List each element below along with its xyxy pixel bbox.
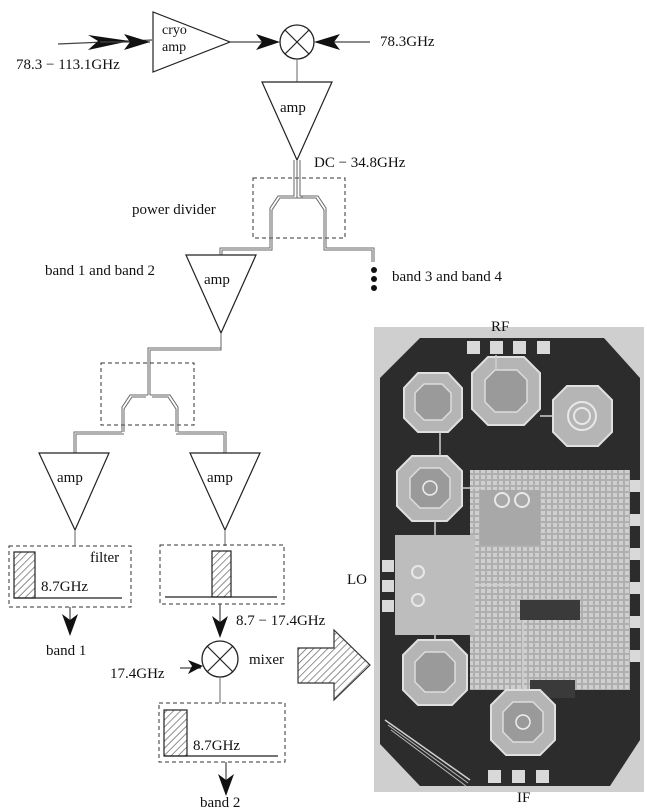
- dot-3: [371, 285, 377, 291]
- dot-2: [371, 276, 377, 282]
- power-divider-box: [253, 178, 345, 238]
- amp-to-divider-2-b: [150, 333, 221, 395]
- mixer-label: mixer: [249, 652, 284, 668]
- filter-3-passband: [164, 710, 187, 756]
- inductor-spiral-1: [404, 373, 462, 432]
- band2-amp-triangle: [190, 453, 260, 530]
- inductor-spiral-2: [472, 357, 540, 425]
- power-divider-1-traces: [272, 160, 324, 248]
- divider-2-right-out: [176, 432, 226, 453]
- band1-amp-triangle: [39, 453, 109, 530]
- lo-bottom-freq-label: 17.4GHz: [110, 666, 165, 682]
- filter-2-passband: [212, 551, 231, 597]
- inductor-spiral-6: [491, 690, 555, 755]
- band12-label: band 1 and band 2: [45, 263, 155, 279]
- power-divider-2-traces: [122, 395, 178, 432]
- divider-2-left-out: [74, 432, 124, 453]
- if-range-label: DC − 34.8GHz: [314, 155, 406, 171]
- lo-top-freq-label: 78.3GHz: [380, 34, 435, 50]
- pad: [537, 341, 550, 354]
- pad: [512, 770, 525, 783]
- pad: [490, 341, 503, 354]
- power-divider-2-traces-b: [124, 397, 176, 432]
- band1-label: band 1: [46, 643, 86, 659]
- dot-1: [371, 267, 377, 273]
- filter-1-passband: [14, 552, 35, 598]
- cryo-amp-label-1: cryo: [162, 23, 187, 38]
- pad: [467, 341, 480, 354]
- freq-range-label: 8.7 − 17.4GHz: [236, 613, 326, 629]
- band2-amp-label: amp: [207, 470, 233, 486]
- chip-rf-label: RF: [491, 319, 509, 335]
- pad: [488, 770, 501, 783]
- band12-amp-triangle: [186, 255, 256, 333]
- filter-1-freq-label: 8.7GHz: [41, 579, 88, 595]
- if-amp-triangle: [262, 82, 332, 160]
- hatched-arrow-to-chip: [298, 630, 370, 700]
- rf-input-range-label: 78.3 − 113.1GHz: [16, 57, 120, 73]
- band1-amp-label: amp: [57, 470, 83, 486]
- power-divider-1-traces-b: [270, 160, 326, 244]
- band12-amp-label: amp: [204, 272, 230, 288]
- if-amp-label: amp: [280, 100, 306, 116]
- filter-3-freq-label: 8.7GHz: [193, 738, 240, 754]
- band34-label: band 3 and band 4: [392, 269, 502, 285]
- pad: [536, 770, 549, 783]
- pad: [382, 560, 394, 572]
- inductor-spiral-5: [403, 640, 467, 705]
- amp-to-divider-2: [148, 333, 221, 395]
- inductor-spiral-4: [397, 456, 462, 521]
- resistor-bank: [520, 600, 580, 620]
- lo-bottom-arrow: [188, 660, 203, 674]
- chip-micrograph: RF IF: [374, 319, 644, 806]
- power-divider-label: power divider: [132, 202, 216, 218]
- chip-if-label: IF: [517, 790, 530, 806]
- band2-label: band 2: [200, 795, 240, 808]
- pad: [382, 600, 394, 612]
- pad: [513, 341, 526, 354]
- pad: [382, 580, 394, 592]
- inductor-spiral-3: [553, 386, 612, 446]
- center-block: [480, 490, 540, 545]
- filter-label: filter: [90, 550, 119, 566]
- cryo-amp-label-2: amp: [162, 40, 186, 55]
- lo-block: [395, 535, 475, 635]
- chip-lo-label: LO: [347, 572, 367, 588]
